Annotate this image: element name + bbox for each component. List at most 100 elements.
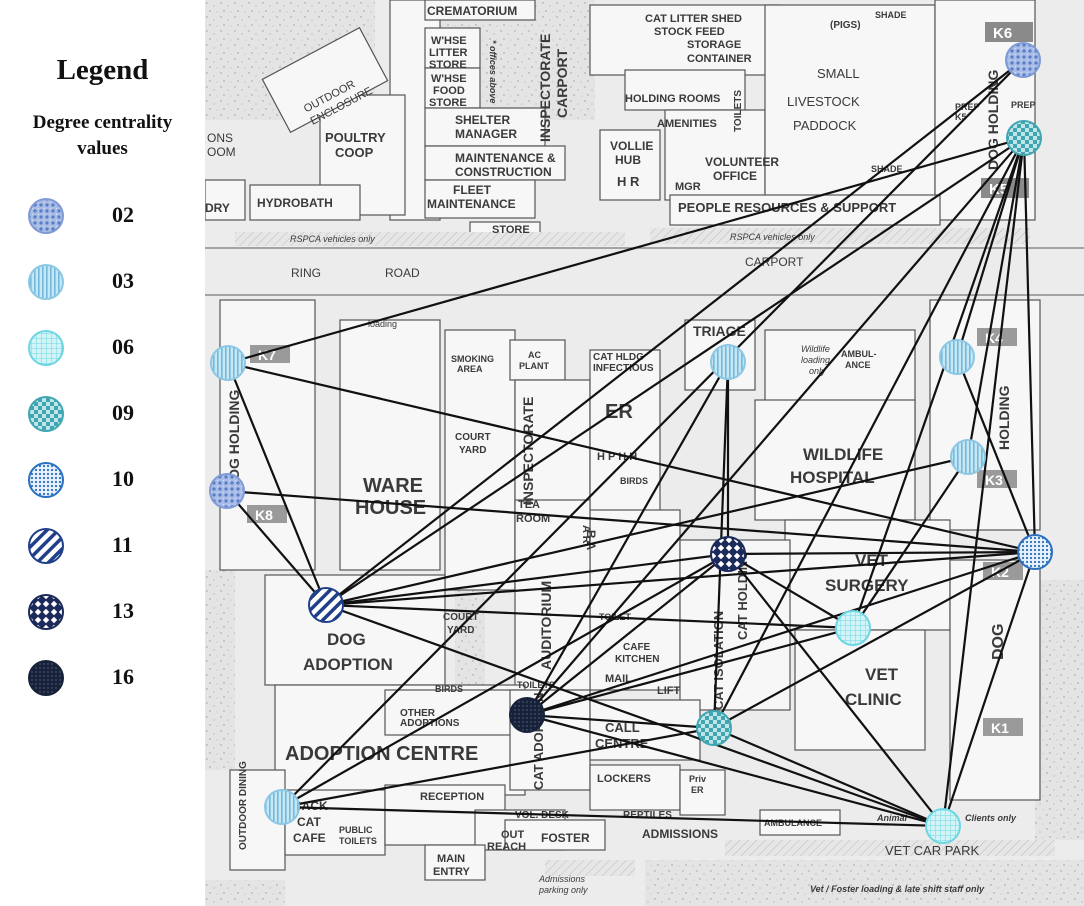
legend-swatch [28, 198, 64, 234]
building [424, 27, 481, 69]
network-edge [955, 356, 1037, 553]
legend-title: Legend [56, 54, 149, 86]
building [509, 339, 566, 381]
map-label: OFFICE [713, 169, 757, 183]
network-edge [851, 137, 1026, 629]
map-label: (PIGS) [830, 20, 861, 31]
kennel-tag [985, 22, 1033, 42]
legend-value: 06 [112, 334, 134, 359]
network-edge [281, 805, 944, 828]
legend-swatch-icon [28, 660, 64, 696]
map-label: CREMATORIUM [427, 4, 517, 18]
legend-subtitle-line2: values [77, 138, 128, 159]
legend-item-02: 02 [26, 196, 196, 236]
map-label: PUBLIC [339, 825, 373, 835]
map-label: PLANT [519, 361, 549, 371]
map-label: K6 [993, 25, 1012, 42]
map-label: ADOPTION [303, 655, 393, 674]
map-label: COURT [443, 612, 479, 623]
kennel-tag [977, 328, 1017, 346]
map-label: FLEET [453, 183, 492, 197]
map-label: TOILETS [339, 836, 377, 846]
building [794, 629, 926, 751]
map-label: RING [291, 266, 321, 280]
map-label: AMBUL- [841, 349, 877, 359]
map-label: W'HSE [431, 35, 467, 47]
map-label: H R [617, 174, 640, 189]
network-edge [941, 551, 1037, 827]
map-label: ADOPTION CENTRE [285, 743, 478, 765]
map-label: SHADE [875, 10, 907, 20]
network-edge [526, 361, 729, 716]
legend-swatch [28, 330, 64, 366]
legend-swatch-icon [28, 198, 64, 234]
map-label: only [809, 366, 826, 376]
network-edge [325, 603, 944, 828]
map-label: PREP [955, 102, 980, 112]
legend-item-10: 10 [26, 460, 196, 500]
map-label: ENTRY [433, 866, 471, 878]
map-label: FOOD [433, 85, 465, 97]
map-label: ANCE [845, 360, 871, 370]
map-label: BIRDS [620, 476, 648, 486]
map-label: COURT [455, 432, 491, 443]
legend-swatch-icon [28, 462, 64, 498]
map-label: HOLDING ROOMS [625, 93, 720, 105]
map-label: COOP [335, 145, 374, 160]
map-label: TEA [518, 499, 540, 511]
network-edge [325, 59, 1024, 606]
building [424, 67, 481, 109]
building [444, 329, 516, 591]
map-label: AC [528, 350, 541, 360]
map-label: REACH [487, 841, 526, 853]
network-node-dog-adoption [308, 587, 344, 623]
legend-swatch [28, 264, 64, 300]
map-label: DOG [327, 630, 366, 649]
building [504, 819, 606, 851]
legend-value: 11 [112, 532, 133, 557]
map-label: CAT [297, 815, 321, 829]
map-label: SHELTER [455, 113, 510, 127]
map-label: STORAGE [687, 39, 741, 51]
map-label: SMALL [817, 66, 860, 81]
map-label: Admissions [538, 874, 586, 884]
map-label: HUB [615, 153, 641, 167]
map-label: * offices above [488, 40, 498, 103]
map-label: STORE [429, 97, 467, 109]
map-label: Clients only [965, 813, 1017, 823]
legend-swatch [28, 462, 64, 498]
map-label: MAIN [437, 853, 465, 865]
network-node-k5 [1006, 120, 1042, 156]
map-label: INFECTIOUS [593, 363, 654, 374]
map-label: MGR [675, 181, 701, 193]
network-edge [226, 490, 327, 606]
map-label: DRY [205, 201, 230, 215]
map-labels: CREMATORIUM W'HSE LITTER STORE W'HSE FOO… [205, 4, 1036, 895]
map-label: Wildlife [801, 344, 830, 354]
legend-value: 10 [112, 466, 134, 491]
map-label: BIRDS [435, 684, 463, 694]
vegetation-area [645, 860, 1084, 906]
map-label: CALL [605, 720, 640, 735]
legend-swatch-icon [28, 330, 64, 366]
map-label: Animal [876, 813, 908, 823]
network-edge [966, 137, 1026, 458]
legend-item-06: 06 [26, 328, 196, 368]
map-label: LIVESTOCK [787, 94, 860, 109]
map-label: ROOM [516, 513, 550, 525]
site-map: CREMATORIUM W'HSE LITTER STORE W'HSE FOO… [205, 0, 1084, 906]
network-edge [325, 137, 1025, 606]
map-label: KITCHEN [615, 654, 659, 665]
network-node-k6 [1005, 42, 1041, 78]
map-label: WILDLIFE [803, 445, 883, 464]
map-label: ADMISSIONS [642, 827, 718, 841]
legend-swatch [28, 528, 64, 564]
building [784, 519, 951, 631]
map-label: SMOKING [451, 354, 494, 364]
network-node-triage [710, 344, 746, 380]
map-label: STORE [492, 224, 530, 236]
building [424, 179, 536, 219]
map-label: HOSPITAL [790, 468, 875, 487]
kennel-tag [983, 718, 1023, 736]
map-label: REPTILES [623, 810, 672, 821]
